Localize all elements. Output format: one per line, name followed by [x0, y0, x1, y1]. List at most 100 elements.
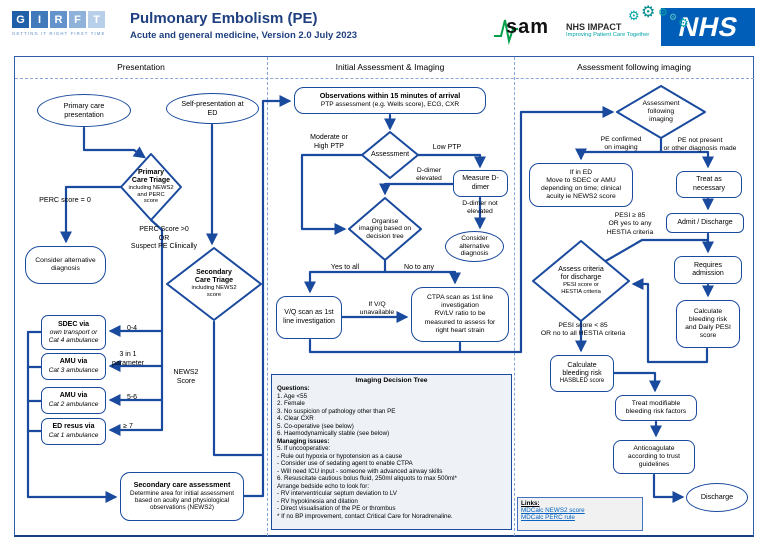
imaging-decision-tree-line: 4. Clear CXR	[277, 415, 314, 422]
node-assessment-text: Assessment	[370, 150, 410, 158]
diamond-assessment	[361, 131, 419, 179]
node-measure-d-dimer: Measure D- dimer	[453, 170, 508, 197]
label-yes-to-all: Yes to all	[330, 264, 360, 271]
amu-cat3-sub: Cat 3 ambulance	[48, 366, 99, 374]
girft-tagline: GETTING IT RIGHT FIRST TIME	[12, 31, 106, 36]
primary-care-triage-title: Primary Care Triage	[131, 168, 171, 185]
chart-border	[14, 56, 754, 537]
nhs-logo: NHS	[661, 8, 755, 46]
sam-logo-text: sam	[506, 16, 550, 38]
diamond-primary-care-triage	[120, 153, 182, 221]
node-if-in-ed: If in ED Move to SDEC or AMU depending o…	[529, 163, 633, 207]
imaging-decision-tree-line: Arrange bedside echo to look for:	[277, 482, 370, 490]
amu-cat2-sub: Cat 2 ambulance	[48, 400, 99, 408]
secondary-care-assessment-sub: Determine area for initial assessment ba…	[130, 489, 234, 512]
mdcalc-link[interactable]: MDCalc NEWS2 score	[521, 507, 585, 514]
diamond-secondary-care-triage	[166, 247, 262, 321]
imaging-decision-tree-line: 6. Resuscitate cautious bolus fluid, 250…	[277, 475, 457, 482]
label-low-ptp: Low PTP	[432, 144, 462, 151]
label-news2-ge7: ≥ 7	[123, 423, 133, 430]
node-anticoagulate: Anticoagulate according to trust guideli…	[613, 440, 695, 474]
node-amu-cat2: AMU via Cat 2 ambulance	[41, 387, 106, 414]
label-moderate-high-ptp: Moderate or High PTP	[310, 134, 348, 150]
imaging-decision-tree-line: 6. Haemodynamically stable (see below)	[277, 430, 390, 437]
imaging-decision-tree-line: Questions:	[277, 385, 310, 392]
imaging-decision-tree-line: Managing issues:	[277, 437, 330, 445]
assess-criteria-sub: PESI score or HESTIA criteria	[561, 282, 601, 296]
imaging-decision-tree-box: Imaging Decision Tree Questions:1. Age <…	[271, 374, 512, 530]
node-observations: Observations within 15 minutes of arriva…	[294, 87, 486, 114]
label-pesi-ge-85: PESI ≥ 85 OR yes to any HESTIA criteria	[606, 212, 654, 236]
node-assess-criteria-text: Assess criteria for discharge PESI score…	[540, 253, 622, 309]
column-header-initial-assessment: Initial Assessment & Imaging	[335, 62, 445, 72]
secondary-care-assessment-title: Secondary care assessment	[133, 480, 231, 490]
diamond-shapes	[120, 85, 706, 322]
label-news2-score: NEWS2 Score	[173, 369, 199, 385]
imaging-decision-tree-title: Imaging Decision Tree	[355, 377, 428, 384]
label-news2-0-4: 0-4	[126, 325, 138, 332]
imaging-decision-tree-line: - Direct visualisation of the PE or thro…	[277, 505, 396, 512]
node-consider-alternative-diagnosis-2: Consider alternative diagnosis	[445, 231, 504, 262]
girft-letter: T	[88, 11, 105, 28]
node-self-presentation-ed: Self-presentation at ED	[166, 93, 259, 124]
label-d-dimer-not-elevated: D-dimer not elevated	[462, 200, 498, 216]
node-consider-alternative-diagnosis-1: Consider alternative diagnosis	[25, 246, 106, 284]
header-divider	[15, 78, 754, 79]
page-subtitle: Acute and general medicine, Version 2.0 …	[130, 30, 358, 41]
node-sdec: SDEC via own transport or Cat 4 ambulanc…	[41, 315, 106, 350]
imaging-decision-tree-line: - RV hypokinesia and dilation	[277, 497, 358, 505]
girft-letter: G	[12, 11, 29, 28]
column-divider-2	[514, 57, 515, 536]
label-pe-confirmed: PE confirmed on imaging	[600, 136, 642, 152]
label-pe-not-present: PE not present or other diagnosis made	[663, 137, 737, 153]
ed-resus-sub: Cat 1 ambulance	[48, 431, 99, 439]
node-ctpa-scan: CTPA scan as 1st line investigation RV/L…	[411, 287, 509, 342]
observations-sub: PTP assessment (e.g. Wells score), ECG, …	[320, 100, 460, 108]
secondary-care-triage-title: Secondary Care Triage	[194, 269, 234, 285]
column-header-assessment-following: Assessment following imaging	[577, 62, 691, 72]
connector-group	[26, 94, 715, 504]
imaging-decision-tree-line: 1. Age <55	[277, 392, 308, 400]
node-calculate-bleeding-risk-pesi: Calculate bleeding risk and Daily PESI s…	[676, 300, 740, 348]
girft-letter: R	[50, 11, 67, 28]
node-calculate-bleeding-risk-hasbled: Calculate bleeding risk HASBLED score	[550, 355, 614, 392]
node-primary-care-triage-text: Primary Care Triage including NEWS2 and …	[118, 162, 184, 212]
column-header-presentation: Presentation	[117, 62, 165, 72]
nhs-impact-logo: NHS IMPACT Improving Patient Care Togeth…	[566, 22, 649, 38]
ed-resus-title: ED resus via	[52, 423, 95, 431]
nhs-impact-title: NHS IMPACT	[566, 22, 622, 32]
node-admit-discharge: Admit / Discharge	[666, 213, 744, 233]
secondary-care-triage-sub: including NEWS2 score	[191, 285, 237, 299]
node-treat-modifiable: Treat modifiable bleeding risk factors	[615, 395, 697, 421]
label-pesi-lt-85: PESI score < 85 OR no to all HESTIA crit…	[540, 322, 626, 338]
gears-icon: ⚙ ⚙ ⚙ ⚙ ⚙	[628, 4, 689, 30]
diamond-organise-imaging	[348, 197, 422, 261]
label-3-in-1-parameter: 3 in 1 parameter	[112, 351, 144, 367]
label-no-to-any: No to any	[404, 264, 434, 271]
girft-letter: F	[69, 11, 86, 28]
node-requires-admission: Requires admission	[674, 256, 742, 284]
primary-care-triage-sub: including NEWS2 and PERC score	[128, 185, 174, 205]
node-amu-cat3: AMU via Cat 3 ambulance	[41, 353, 106, 380]
girft-letter: I	[31, 11, 48, 28]
node-secondary-care-triage-text: Secondary Care Triage including NEWS2 sc…	[178, 258, 250, 310]
imaging-decision-tree-line: 3. No suspicion of pathology other than …	[277, 407, 396, 415]
mdcalc-link[interactable]: MDCalc PERC rule	[521, 514, 575, 521]
sam-logo: sam	[492, 12, 562, 46]
sdec-sub: own transport or Cat 4 ambulance	[48, 328, 99, 344]
label-if-vq-unavailable: If V/Q unavailable	[359, 301, 395, 317]
links-title: Links:	[521, 500, 540, 507]
node-ed-resus: ED resus via Cat 1 ambulance	[41, 418, 106, 445]
imaging-decision-tree-line: 5. If uncooperative:	[277, 445, 331, 452]
diamond-assessment-following-imaging	[616, 85, 706, 139]
amu-cat2-title: AMU via	[59, 392, 88, 400]
nhs-impact-subtitle: Improving Patient Care Together	[566, 32, 650, 38]
label-d-dimer-elevated: D-dimer elevated	[416, 167, 442, 183]
amu-cat3-title: AMU via	[59, 358, 88, 366]
column-divider-1	[267, 57, 268, 536]
